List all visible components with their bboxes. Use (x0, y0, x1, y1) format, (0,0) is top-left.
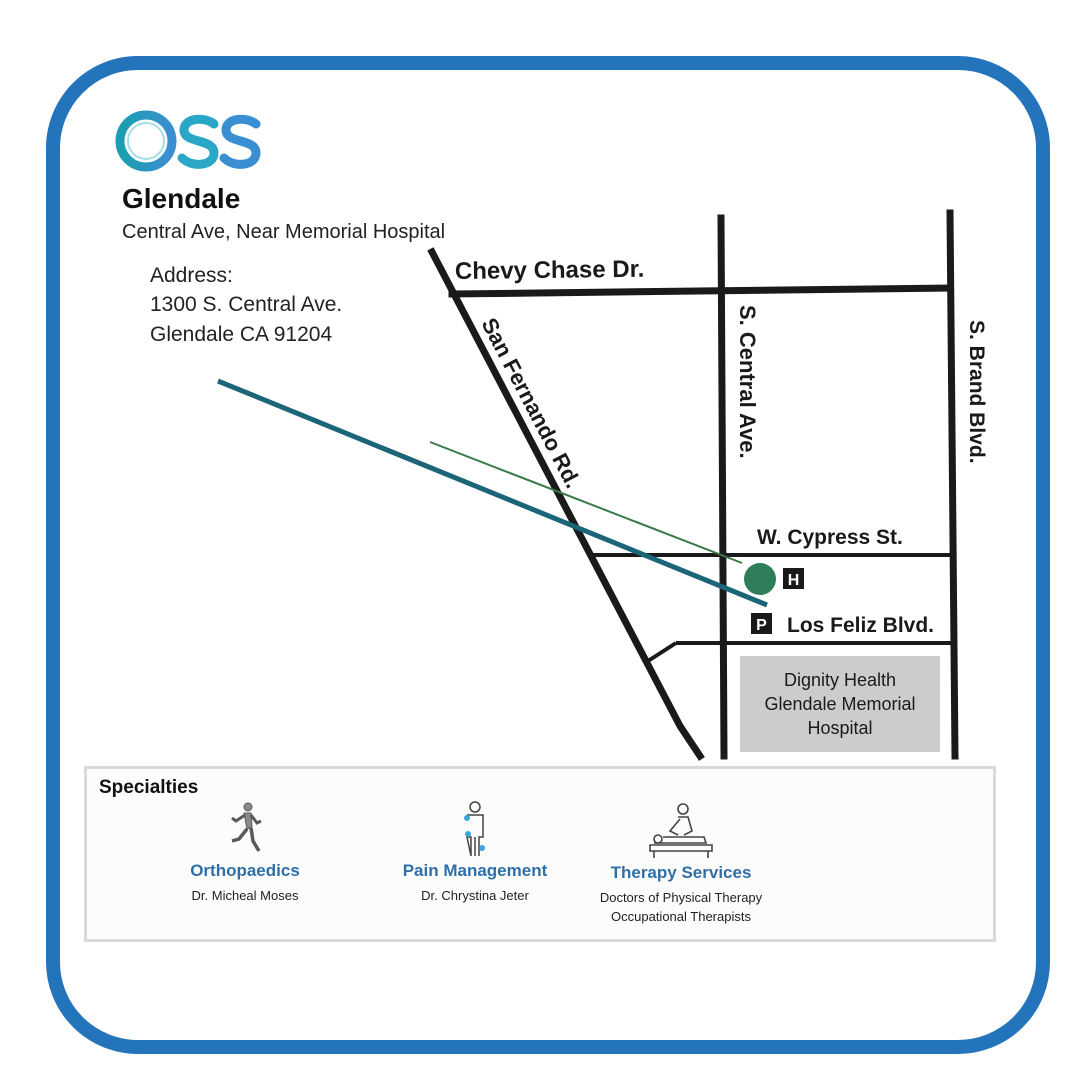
specialty-doctor: Doctors of Physical Therapy Occupational… (571, 888, 791, 926)
specialties-panel: Specialties Orthopaedics Dr. Micheal Mos… (84, 766, 996, 942)
specialty-name: Orthopaedics (190, 861, 300, 880)
massage-therapy-icon (649, 803, 713, 858)
label-los-feliz: Los Feliz Blvd. (787, 614, 934, 637)
specialty-name: Pain Management (402, 861, 548, 880)
hospital-marker: H (788, 572, 800, 589)
runner-icon (231, 802, 262, 852)
hospital-name-line-3: Hospital (807, 718, 873, 738)
hospital-name-line-1: Dignity Health (783, 670, 897, 690)
specialty-therapy-services[interactable]: Therapy Services Doctors of Physical The… (571, 801, 791, 926)
chevy-chase-road (448, 284, 954, 298)
hospital-name-line-2: Glendale Memorial (764, 694, 916, 714)
specialty-doctor: Dr. Chrystina Jeter (421, 888, 529, 903)
address-label: Address: (150, 264, 233, 287)
label-chevy-chase: Chevy Chase Dr. (455, 256, 645, 285)
specialties-heading: Specialties (99, 777, 199, 798)
specialty-name: Therapy Services (610, 863, 752, 882)
pointer-line-thin (429, 441, 743, 564)
address-line-2: Glendale CA 91204 (150, 323, 333, 346)
location-pin (744, 563, 776, 595)
parking-marker-box (751, 613, 772, 634)
specialty-pain-management[interactable]: Pain Management Dr. Chrystina Jeter (365, 801, 585, 905)
specialty-doctor-line-1: Doctors of Physical Therapy (599, 890, 763, 905)
location-title: Glendale (122, 183, 241, 214)
pain-body-icon (464, 801, 485, 857)
label-brand-blvd: S. Brand Blvd. (965, 320, 988, 464)
hospital-marker-box (783, 568, 804, 589)
location-subtitle: Central Ave, Near Memorial Hospital (122, 221, 446, 243)
san-fernando-road (427, 247, 705, 761)
label-central-ave: S. Central Ave. (735, 305, 760, 459)
address-line-1: 1300 S. Central Ave. (150, 293, 343, 316)
specialty-orthopaedics[interactable]: Orthopaedics Dr. Micheal Moses (135, 801, 355, 905)
connector-road (646, 641, 678, 663)
specialty-doctor: Dr. Micheal Moses (191, 888, 299, 903)
oss-logo (115, 110, 261, 172)
central-ave-road (717, 214, 728, 760)
parking-marker: P (756, 617, 767, 634)
specialty-doctor-line-2: Occupational Therapists (611, 909, 751, 924)
pointer-line-thick (217, 378, 768, 608)
hospital-block: Dignity Health Glendale Memorial Hospita… (740, 656, 940, 752)
label-cypress: W. Cypress St. (757, 526, 903, 549)
brand-blvd-road (946, 209, 959, 760)
